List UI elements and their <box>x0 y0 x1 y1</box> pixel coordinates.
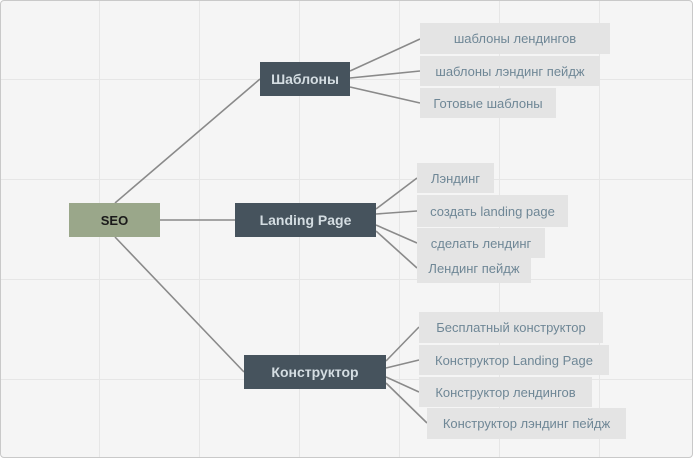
edge-landing-leaf-4 <box>375 230 418 269</box>
edge-landing-leaf-1 <box>375 177 418 210</box>
edge-landing-leaf-3 <box>375 224 418 244</box>
edge-templates-leaf-2 <box>349 70 421 79</box>
leaf-node-landing-1[interactable]: Лэндинг <box>417 163 494 193</box>
leaf-node-templates-1[interactable]: шаблоны лендингов <box>420 23 610 54</box>
branch-node-constructor[interactable]: Конструктор <box>244 355 386 389</box>
leaf-node-constructor-1[interactable]: Бесплатный конструктор <box>419 312 603 343</box>
leaf-node-templates-2[interactable]: шаблоны лэндинг пейдж <box>420 56 600 86</box>
leaf-node-landing-3[interactable]: сделать лендинг <box>417 228 545 258</box>
edge-templates-leaf-1 <box>349 38 421 72</box>
branch-node-landing-page[interactable]: Landing Page <box>235 203 376 237</box>
leaf-node-landing-2[interactable]: создать landing page <box>417 195 568 227</box>
leaf-node-landing-4[interactable]: Лендинг пейдж <box>417 254 531 283</box>
edge-constructor-leaf-4 <box>385 382 428 424</box>
leaf-node-constructor-3[interactable]: Конструктор лендингов <box>419 377 592 407</box>
leaf-node-templates-3[interactable]: Готовые шаблоны <box>420 88 556 118</box>
edge-root-constructor <box>114 236 245 373</box>
root-node-seo[interactable]: SEO <box>69 203 160 237</box>
leaf-node-constructor-2[interactable]: Конструктор Landing Page <box>419 345 609 375</box>
edge-constructor-leaf-1 <box>385 326 420 362</box>
edge-constructor-leaf-2 <box>385 359 420 369</box>
branch-node-templates[interactable]: Шаблоны <box>260 62 350 96</box>
edge-root-templates <box>114 78 261 204</box>
edge-templates-leaf-3 <box>349 86 421 104</box>
edge-landing-leaf-2 <box>375 210 418 215</box>
leaf-node-constructor-4[interactable]: Конструктор лэндинг пейдж <box>427 408 626 439</box>
edge-constructor-leaf-3 <box>385 376 420 393</box>
